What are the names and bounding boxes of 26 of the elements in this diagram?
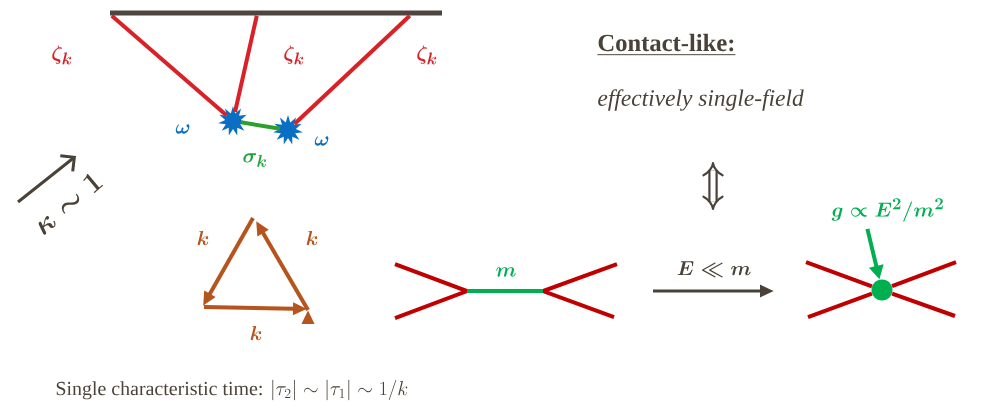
subtitle: effectively single-field bbox=[598, 89, 804, 111]
field-line bbox=[293, 14, 412, 126]
edge-label: $\zeta_k$ bbox=[284, 45, 304, 65]
field-line bbox=[233, 15, 259, 113]
arrow-label: $E \ll m$ bbox=[677, 261, 751, 278]
heading: Contact-like: bbox=[596, 33, 736, 56]
field-line bbox=[891, 291, 956, 318]
mass-label: $m$ bbox=[496, 267, 516, 277]
momentum-label: $k$ bbox=[306, 231, 318, 246]
momentum-label: $k$ bbox=[250, 326, 262, 341]
scale-label: $\kappa\sim 1$ bbox=[38, 173, 104, 235]
vertex-label: $\omega$ bbox=[175, 124, 190, 134]
field-line bbox=[805, 260, 873, 289]
formula-label: $g \propto E^2/m^2$ bbox=[831, 198, 943, 222]
field-line bbox=[807, 291, 873, 319]
field-line bbox=[110, 14, 229, 118]
propagator-line bbox=[240, 120, 281, 131]
edge-label: $\zeta_k$ bbox=[52, 45, 72, 65]
edge-label: $\sigma_k$ bbox=[243, 153, 266, 167]
vertex-burst bbox=[218, 106, 248, 136]
vertex-burst bbox=[273, 115, 303, 145]
edge-label: $\zeta_k$ bbox=[417, 45, 437, 65]
vertex-label: $\omega$ bbox=[314, 136, 329, 146]
momentum-label: $k$ bbox=[197, 231, 209, 246]
field-line bbox=[891, 260, 957, 289]
footnote: $\text{Single characteristic time: }|\tau_2| \sim |\tau_1| \sim 1/k$ bbox=[56, 379, 408, 401]
